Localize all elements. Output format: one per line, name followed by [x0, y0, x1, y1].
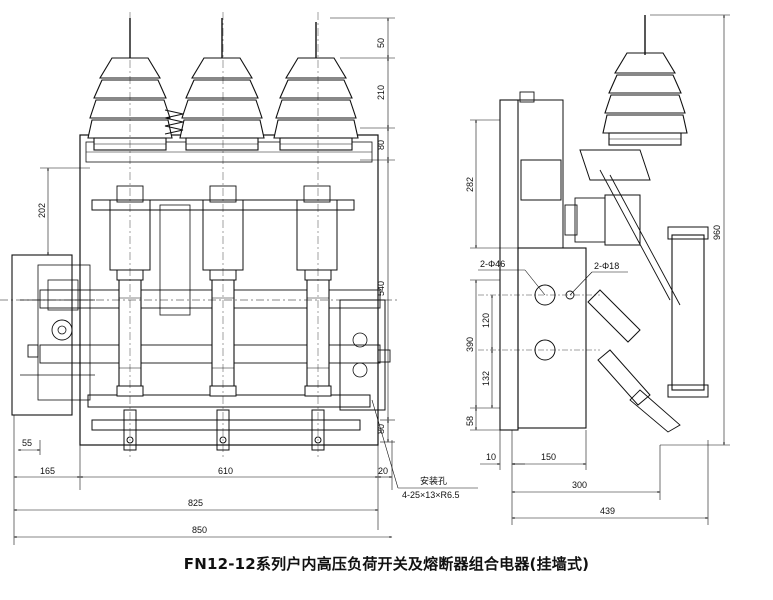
dim-210: 210: [376, 85, 386, 100]
dim-390: 390: [465, 337, 475, 352]
dim-55: 55: [22, 438, 32, 448]
dim-300: 300: [572, 480, 587, 490]
dim-165: 165: [40, 466, 55, 476]
dim-50: 50: [376, 38, 386, 48]
dim-150: 150: [541, 452, 556, 462]
hole-label-46: 2-Φ46: [480, 259, 505, 269]
operating-mechanism: [11, 254, 73, 416]
technical-drawing: 50 210 80 540 80 202 55 16: [0, 12, 730, 545]
front-view: 50 210 80 540 80 202 55 16: [0, 12, 478, 545]
side-view: 282 390 58 120 132 2-Φ46 2-Φ18 960: [465, 14, 730, 525]
dim-58: 58: [465, 416, 475, 426]
dim-120: 120: [481, 313, 491, 328]
dim-439: 439: [600, 506, 615, 516]
dim-282: 282: [465, 177, 475, 192]
hole-label-18: 2-Φ18: [594, 261, 619, 271]
dim-20: 20: [378, 466, 388, 476]
dim-825: 825: [188, 498, 203, 508]
dim-132: 132: [481, 371, 491, 386]
drawing-caption: FN12-12系列户内高压负荷开关及熔断器组合电器(挂墙式): [183, 555, 590, 573]
dim-80-bottom: 80: [376, 424, 386, 434]
mounting-hole-label: 安装孔: [420, 475, 447, 486]
dim-850: 850: [192, 525, 207, 535]
mounting-hole-spec: 4-25×13×R6.5: [402, 490, 460, 500]
dim-960: 960: [712, 225, 722, 240]
dim-80-top: 80: [376, 140, 386, 150]
dim-10: 10: [486, 452, 496, 462]
dim-610: 610: [218, 466, 233, 476]
dim-540: 540: [376, 281, 386, 296]
dim-202: 202: [37, 203, 47, 218]
